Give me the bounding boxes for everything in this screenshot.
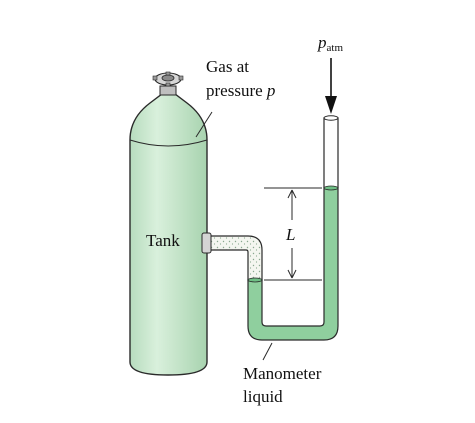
arrow-down-icon: [325, 58, 337, 114]
left-meniscus: [247, 277, 263, 283]
open-column: [323, 117, 339, 188]
gas-tube: [201, 232, 263, 281]
tank-label: Tank: [146, 231, 180, 250]
tank-neck: [159, 85, 177, 96]
dimension-arrow-down-icon: [287, 269, 297, 279]
patm-label: patm: [317, 33, 343, 54]
length-label: L: [285, 225, 295, 244]
tank: [129, 71, 208, 376]
gas-label-line2: pressure p: [206, 81, 275, 100]
gas-leader-line: [195, 111, 213, 138]
right-meniscus: [323, 185, 339, 191]
u-tube: [247, 115, 339, 341]
gas-label-line1: Gas at: [206, 57, 249, 76]
dimension-L: [264, 187, 322, 281]
dimension-arrow-up-icon: [287, 189, 297, 199]
tank-body: [129, 93, 208, 376]
gas-tube-fill: [206, 235, 263, 281]
manometer-label-line1: Manometer: [243, 364, 322, 383]
tube-fitting: [201, 232, 212, 254]
tube-opening: [323, 115, 339, 121]
manometer-label-line2: liquid: [243, 387, 283, 406]
tank-shoulder-line: [129, 139, 208, 147]
valve-wheel-icon: [152, 71, 184, 87]
manometer-leader-line: [262, 342, 273, 361]
